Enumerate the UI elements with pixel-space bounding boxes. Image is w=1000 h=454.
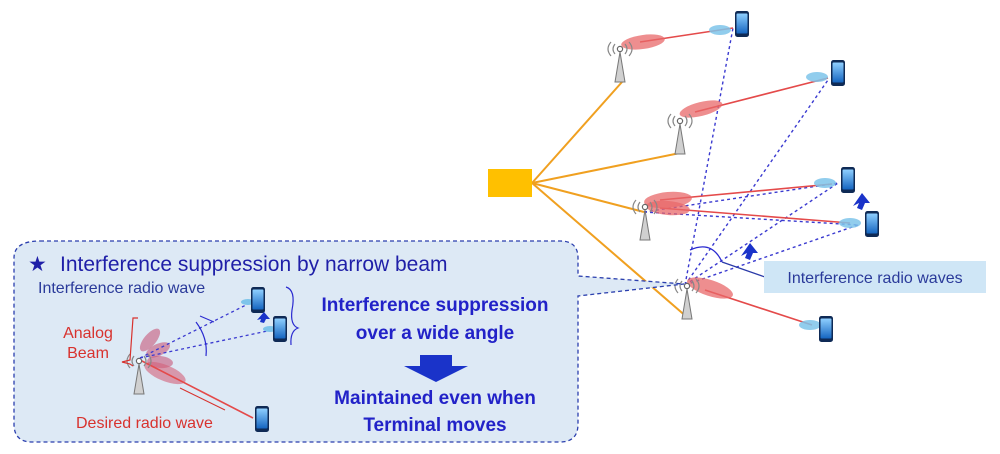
angle-arc [689, 246, 723, 263]
suppression-line2: over a wide angle [356, 323, 514, 344]
red-beams [621, 34, 733, 299]
terminal-2 [831, 60, 845, 86]
terminal-3 [841, 167, 855, 193]
analog-beam-label-line1: Analog [63, 325, 113, 342]
analog-beam-label-line2: Beam [67, 345, 109, 362]
blue-beams [709, 25, 861, 330]
fiber-links [531, 81, 689, 319]
terminal-4 [865, 211, 879, 237]
maintained-line1: Maintained even when [334, 388, 536, 409]
interference-waves-label: Interference radio waves [787, 270, 962, 287]
callout-title: Interference suppression by narrow beam [60, 253, 448, 276]
base-station-2 [667, 113, 693, 155]
suppression-line1: Interference suppression [321, 295, 548, 316]
inset-diagram [121, 286, 300, 432]
terminal-5 [819, 316, 833, 342]
down-arrow-icon [404, 355, 468, 382]
central-controller [488, 169, 532, 197]
interference-radio-wave-label: Interference radio wave [38, 280, 205, 297]
interference-label-box [764, 261, 986, 293]
title-star-icon: ★ [28, 253, 47, 276]
terminal-1 [735, 11, 749, 37]
movement-arrows [741, 193, 870, 260]
desired-radio-wave-label: Desired radio wave [76, 415, 213, 432]
interference-pointer [721, 261, 766, 278]
callout-bubble [13, 240, 685, 443]
maintained-line2: Terminal moves [363, 415, 506, 436]
